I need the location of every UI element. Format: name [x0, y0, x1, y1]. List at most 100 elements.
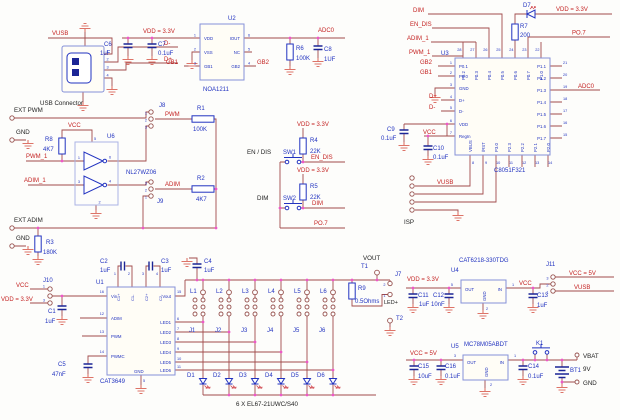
c5-val: 47nF	[52, 372, 66, 378]
resistor-r6[interactable]	[286, 43, 294, 61]
c3-ref: C3	[161, 259, 169, 265]
u4-refdes: U4	[451, 268, 459, 274]
r6-ref: R6	[296, 46, 304, 52]
r3-val: 180K	[43, 250, 57, 256]
ic-u6-nl27wz06[interactable]	[74, 141, 119, 206]
loop-l6[interactable]	[330, 289, 336, 296]
loop-l1[interactable]	[200, 289, 206, 296]
usb-connector[interactable]	[61, 45, 105, 93]
ic-u4-cat6218[interactable]	[460, 279, 507, 304]
testpoint-t1[interactable]	[374, 269, 380, 276]
ext-adim-pin[interactable]	[9, 225, 15, 231]
r4-val: 22K	[310, 149, 321, 155]
j3-ref: J3	[241, 328, 248, 334]
gnd-right-label: GND	[583, 380, 597, 387]
loop-l3[interactable]	[252, 289, 258, 296]
header-j2[interactable]	[218, 297, 232, 317]
header-j10[interactable]	[47, 286, 53, 306]
c4-val: 1uF	[204, 268, 215, 274]
usb-pin4-num: 4	[107, 74, 109, 78]
u3-num-4: 4	[450, 95, 452, 99]
u2-num-6: 6	[248, 34, 250, 38]
buffer-section	[9, 109, 218, 266]
u3-num-10: 10	[496, 161, 500, 165]
r2-val: 4K7	[196, 197, 207, 203]
u1-num-5: 5	[143, 379, 145, 383]
u6-num-2: 2	[99, 201, 101, 205]
header-j5[interactable]	[296, 297, 310, 317]
net-vcc-buf: VCC	[68, 123, 81, 129]
resistor-r5[interactable]	[299, 183, 307, 201]
net-d-plus: D+	[164, 57, 172, 63]
net-endis-mcu: EN_DIS	[410, 22, 432, 28]
ic-u2-noa1211[interactable]	[199, 23, 245, 81]
ic-u1-cat3649[interactable]	[106, 286, 176, 376]
vbat-pin[interactable]	[574, 352, 580, 358]
resistor-r4[interactable]	[299, 137, 307, 155]
u1-pin-vin: Vin	[111, 294, 118, 299]
resistor-r2[interactable]	[191, 185, 215, 193]
ic-u3-c8051f321[interactable]	[454, 57, 551, 156]
battery-bt1[interactable]	[555, 366, 569, 379]
u1-num-16: 16	[100, 290, 104, 294]
r2-ref: R2	[197, 176, 205, 182]
gnd-hdr1-pin[interactable]	[9, 137, 15, 143]
net-vcc-j10: VCC	[16, 283, 29, 289]
header-j3[interactable]	[244, 297, 258, 317]
ext-pwm-pin[interactable]	[9, 115, 15, 121]
c4-ref: C4	[204, 259, 212, 265]
resistor-r3[interactable]	[34, 235, 42, 253]
j2-ref: J2	[215, 328, 222, 334]
u4-part: CAT6218-330TDG	[459, 258, 509, 264]
ext-pwm-label: EXT PWM	[14, 107, 43, 114]
u1-pin-vout: Vout	[162, 294, 171, 299]
header-j6[interactable]	[322, 297, 336, 317]
usb-caption: USB Connector	[40, 100, 83, 107]
led-plus-label: LED+	[384, 300, 398, 306]
u3-pin-regin: RegIn	[459, 134, 471, 139]
u3-pin-dminus: D-	[459, 109, 464, 114]
usb-contact-1	[72, 58, 79, 65]
header-j7[interactable]	[387, 280, 393, 298]
header-j8[interactable]	[148, 109, 154, 129]
header-j1[interactable]	[192, 297, 206, 317]
u3-num-3: 3	[450, 83, 452, 87]
j8-num-1: 1	[145, 111, 147, 115]
resistor-r1[interactable]	[191, 115, 215, 123]
net-vcc5-u5: VCC = 5V	[410, 351, 437, 357]
net-vusb: VUSB	[52, 31, 68, 37]
u6-num-6: 6	[109, 156, 111, 160]
header-j4[interactable]	[270, 297, 284, 317]
net-vdd33-sw1: VDD = 3.3V	[297, 122, 329, 128]
u3-pin-p30: P3.0	[494, 143, 499, 152]
l1-ref: L1	[190, 289, 197, 295]
header-j9[interactable]	[148, 179, 154, 199]
usb-contact-2	[72, 69, 79, 76]
net-gb2-mcu: GB2	[420, 60, 433, 66]
gnd-hdr2-pin[interactable]	[9, 243, 15, 249]
c9-ref: C9	[387, 127, 395, 133]
loop-l5[interactable]	[304, 289, 310, 296]
ic-u5-mc78m05[interactable]	[462, 354, 509, 381]
usb-pin1-num: 1	[107, 50, 109, 54]
resistor-r9[interactable]	[348, 282, 356, 300]
u4-num-2: 2	[486, 307, 488, 311]
resistor-r7[interactable]	[511, 23, 519, 41]
resistor-r8[interactable]	[58, 137, 66, 155]
u3-num-13: 13	[535, 161, 539, 165]
sensor-power-section	[121, 37, 200, 66]
loop-l2[interactable]	[226, 289, 232, 296]
net-dim: DIM	[312, 201, 323, 207]
testpoint-t2[interactable]	[387, 317, 393, 324]
header-j11[interactable]	[550, 274, 556, 294]
gnd-right-pin[interactable]	[574, 379, 580, 385]
loop-l4[interactable]	[278, 289, 284, 296]
rail-wires	[122, 37, 200, 56]
u1-pin-led4: LED4	[160, 350, 171, 355]
u2-num-2: 2	[194, 48, 196, 52]
isp-header[interactable]	[409, 175, 415, 213]
net-vusb-j11: VUSB	[574, 285, 590, 291]
u4-pin-in: IN	[498, 287, 502, 292]
c9-val: 0.1uF	[381, 136, 397, 142]
u3-pin-p04: P0.4	[487, 71, 492, 80]
